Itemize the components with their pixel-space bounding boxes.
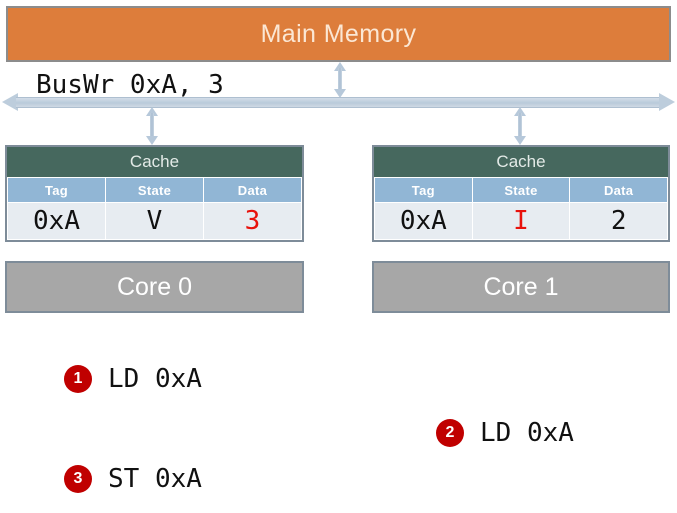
cache-block-core0: Cache Tag State Data 0xA V 3 [5, 145, 304, 242]
step-item-3: 3 ST 0xA [64, 464, 202, 494]
core1-label: Core 1 [483, 272, 559, 301]
system-bus [16, 97, 661, 108]
cache0-table: Tag State Data 0xA V 3 [7, 177, 302, 240]
cache0-value-state: V [105, 202, 204, 240]
table-row: 0xA I 2 [374, 202, 668, 240]
core-block-1: Core 1 [372, 261, 670, 313]
arrow-head-up-icon [146, 107, 158, 116]
arrow-head-down-icon [514, 136, 526, 145]
arrow-head-down-icon [146, 136, 158, 145]
table-row: 0xA V 3 [7, 202, 302, 240]
step-badge-1: 1 [64, 365, 92, 393]
arrow-shaft [150, 113, 154, 139]
step-item-1: 1 LD 0xA [64, 364, 202, 394]
cache0-value-tag: 0xA [7, 202, 106, 240]
bus-arrow-right-icon [659, 93, 675, 111]
bus-cache0-connector-arrow [146, 107, 158, 145]
bus-cache1-connector-arrow [514, 107, 526, 145]
cache0-col-tag: Tag [7, 177, 106, 203]
step-instruction-3: ST 0xA [108, 464, 202, 494]
cache0-title: Cache [7, 147, 302, 177]
cache1-value-tag: 0xA [374, 202, 473, 240]
cache1-title-label: Cache [496, 152, 546, 171]
table-header-row: Tag State Data [7, 177, 302, 203]
cache0-value-data: 3 [203, 202, 302, 240]
core-block-0: Core 0 [5, 261, 304, 313]
arrow-head-up-icon [514, 107, 526, 116]
cache1-col-data: Data [569, 177, 668, 203]
cache1-value-state: I [471, 202, 571, 240]
cache1-title: Cache [374, 147, 668, 177]
arrow-shaft [338, 68, 342, 92]
step-instruction-2: LD 0xA [480, 418, 574, 448]
bus-arrow-left-icon [2, 93, 18, 111]
bus-transaction-label: BusWr 0xA, 3 [36, 70, 224, 100]
arrow-head-up-icon [334, 62, 346, 71]
step-badge-2: 2 [436, 419, 464, 447]
cache0-title-label: Cache [129, 152, 180, 171]
cache0-col-state: State [105, 177, 204, 203]
cache-block-core1: Cache Tag State Data 0xA I 2 [372, 145, 670, 242]
step-item-2: 2 LD 0xA [436, 418, 574, 448]
main-memory-block: Main Memory [6, 6, 671, 62]
cache1-col-tag: Tag [374, 177, 473, 203]
step-instruction-1: LD 0xA [108, 364, 202, 394]
main-memory-label: Main Memory [260, 19, 417, 48]
step-badge-3: 3 [64, 465, 92, 493]
memory-bus-connector-arrow [334, 62, 346, 98]
arrow-shaft [518, 113, 522, 139]
table-header-row: Tag State Data [374, 177, 668, 203]
cache1-value-data: 2 [569, 202, 668, 240]
core0-label: Core 0 [116, 272, 193, 301]
cache1-col-state: State [471, 177, 571, 203]
cache0-col-data: Data [203, 177, 302, 203]
arrow-head-down-icon [334, 89, 346, 98]
cache1-table: Tag State Data 0xA I 2 [374, 177, 668, 240]
